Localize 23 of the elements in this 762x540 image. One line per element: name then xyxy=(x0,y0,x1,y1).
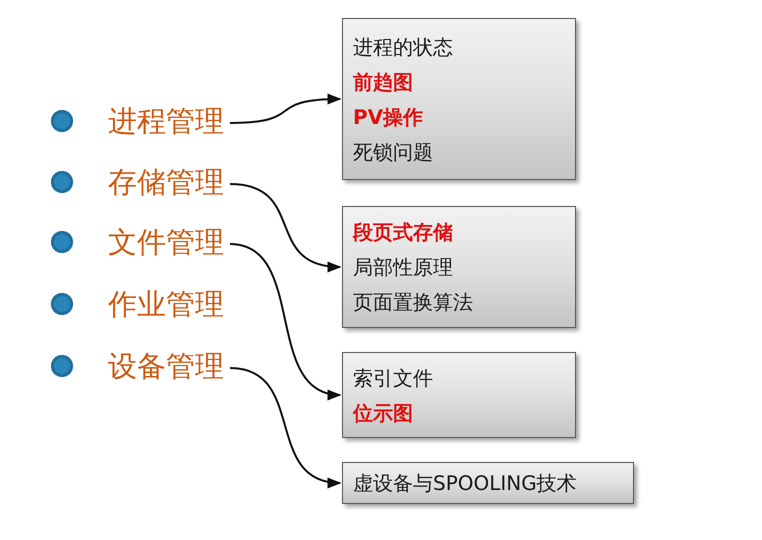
item-text: 位示图 xyxy=(353,400,414,426)
curved-arrow xyxy=(230,183,342,272)
item-text: 前趋图 xyxy=(353,68,414,96)
topic-label: 存储管理 xyxy=(108,162,224,202)
item-text: 段页式存储 xyxy=(353,219,454,246)
topic-label: 设备管理 xyxy=(108,346,224,386)
topic-label: 作业管理 xyxy=(108,284,224,324)
curved-arrow xyxy=(230,243,342,398)
item-text: 进程的状态 xyxy=(353,34,454,60)
item-text: 虚设备与SPOOLING技术 xyxy=(353,470,578,497)
topic-label: 文件管理 xyxy=(108,222,224,262)
item-text: 局部性原理 xyxy=(353,254,454,281)
topic-box xyxy=(342,18,576,180)
curved-arrow xyxy=(230,367,342,487)
item-text: 页面置换算法 xyxy=(353,289,474,316)
topic-box xyxy=(342,352,576,438)
curved-arrow xyxy=(230,94,342,124)
item-text: 索引文件 xyxy=(353,364,434,392)
topic-box xyxy=(342,462,634,504)
item-text: PV操作 xyxy=(353,104,424,130)
item-text: 死锁问题 xyxy=(353,138,434,166)
topic-label: 进程管理 xyxy=(108,101,224,141)
topic-box xyxy=(342,206,576,328)
